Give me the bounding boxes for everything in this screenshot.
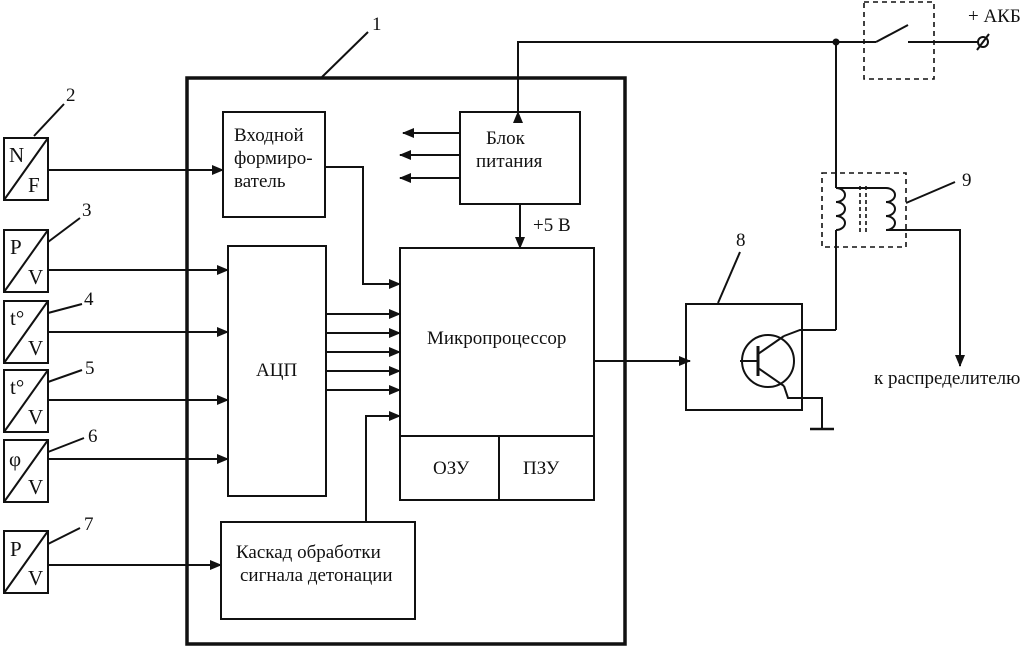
knock-stage-label-1: Каскад обработки	[236, 542, 381, 563]
sensor-5-top-symbol: t°	[10, 375, 24, 399]
transistor-collector-lead	[757, 335, 785, 355]
distributor-label: к распределителю	[874, 368, 1020, 389]
microprocessor-label: Микропроцессор	[427, 328, 566, 349]
sensor-6-bottom-symbol: V	[28, 475, 43, 499]
sensor-2-bottom-symbol: F	[28, 173, 40, 197]
transistor-emitter-lead	[757, 367, 785, 387]
callout-3: 3	[82, 200, 92, 221]
sensor-3-top-symbol: P	[10, 235, 22, 259]
shaper-to-cpu-wire	[325, 166, 401, 289]
callout-leader-6	[47, 437, 85, 453]
ignition-switch-contact	[875, 24, 909, 43]
input-shaper-block	[222, 111, 326, 218]
callout-leader-2	[33, 103, 65, 137]
callout-leader-7	[47, 527, 81, 545]
output-stage-block	[685, 303, 803, 411]
adc-label: АЦП	[256, 360, 297, 381]
emitter-to-ground-wire	[783, 385, 823, 428]
sensor-7-bottom-symbol: V	[28, 566, 43, 590]
sensor-7-top-symbol: P	[10, 537, 22, 561]
sensor-2: N F	[3, 137, 49, 201]
sensor-4-bottom-symbol: V	[28, 336, 43, 360]
callout-6: 6	[88, 426, 98, 447]
callout-leader-9	[905, 181, 956, 204]
sensor-6: φ V	[3, 439, 49, 503]
ram-label: ОЗУ	[433, 458, 470, 479]
coil-secondary-winding	[885, 187, 896, 231]
input-shaper-label-1: Входной	[234, 125, 304, 146]
coil-primary-winding	[835, 187, 846, 231]
sensor-6-top-symbol: φ	[9, 447, 21, 471]
knock-to-cpu-wire	[365, 411, 401, 522]
callout-9: 9	[962, 170, 972, 191]
callout-leader-4	[47, 303, 83, 314]
battery-label: + АКБ	[968, 6, 1021, 27]
rom-label: ПЗУ	[523, 458, 560, 479]
input-shaper-label-2: формиро-	[234, 148, 313, 169]
callout-4: 4	[84, 289, 94, 310]
sensor-3-bottom-symbol: V	[28, 265, 43, 289]
power-unit-label-2: питания	[476, 151, 543, 172]
callout-leader-1	[321, 31, 369, 78]
collector-to-coil-wire	[783, 329, 836, 337]
callout-leader-8	[717, 251, 741, 304]
battery-terminal-slash	[976, 33, 990, 51]
power-unit-label-1: Блок	[486, 128, 526, 149]
knock-stage-block	[220, 521, 416, 620]
callout-2: 2	[66, 85, 76, 106]
knock-stage-label-2: сигнала детонации	[240, 565, 393, 586]
callout-7: 7	[84, 514, 94, 535]
callout-leader-3	[47, 217, 81, 243]
microprocessor-block	[399, 247, 595, 501]
callout-leader-5	[47, 369, 83, 383]
coil-output-wire	[886, 229, 965, 367]
ignition-coil-frame	[821, 172, 907, 248]
sensor-3: P V	[3, 229, 49, 293]
sensor-2-top-symbol: N	[9, 143, 24, 167]
ignition-switch-frame	[863, 1, 935, 80]
sensor-5-bottom-symbol: V	[28, 405, 43, 429]
sensor-4: t° V	[3, 300, 49, 364]
sensor-7: P V	[3, 530, 49, 594]
battery-feed-wire	[513, 41, 838, 123]
callout-1: 1	[372, 14, 382, 35]
sensor-5: t° V	[3, 369, 49, 433]
supply-5v-label: +5 В	[533, 215, 571, 236]
sensor-4-top-symbol: t°	[10, 306, 24, 330]
callout-5: 5	[85, 358, 95, 379]
callout-8: 8	[736, 230, 746, 251]
input-shaper-label-3: ватель	[234, 171, 286, 192]
